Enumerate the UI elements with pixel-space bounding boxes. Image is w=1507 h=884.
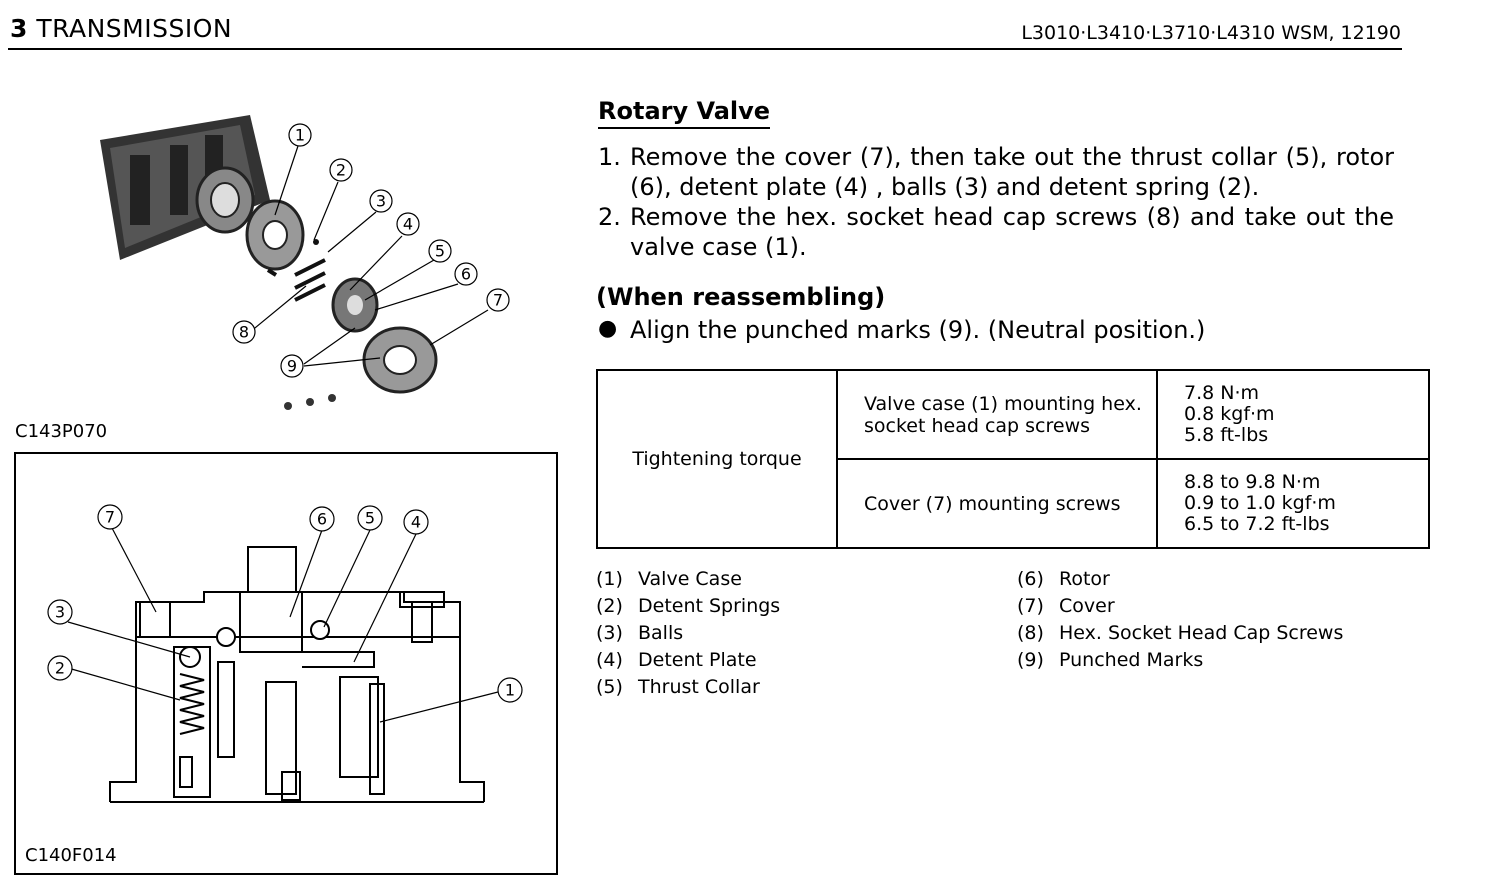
- legend-name: Rotor: [1059, 568, 1110, 590]
- torque-value-kgfm: 0.9 to 1.0 kgf·m: [1184, 492, 1336, 514]
- step-number: 1.: [598, 143, 621, 171]
- list-item: (5) Thrust Collar: [596, 674, 780, 701]
- legend-number: (1): [596, 568, 623, 590]
- photo-callout-4: 4: [403, 215, 413, 234]
- diagram-callout-3: 3: [55, 603, 65, 622]
- torque-value-nm: 8.8 to 9.8 N·m: [1184, 471, 1321, 493]
- legend-number: (2): [596, 595, 623, 617]
- legend-name: Thrust Collar: [638, 676, 760, 698]
- list-item: (8) Hex. Socket Head Cap Screws: [1017, 620, 1343, 647]
- photo-caption: C143P070: [15, 421, 108, 442]
- list-item: (4) Detent Plate: [596, 647, 780, 674]
- table-row: Cover (7) mounting screws 8.8 to 9.8 N·m…: [597, 458, 1430, 549]
- photo-callout-5: 5: [435, 242, 445, 261]
- legend-name: Valve Case: [638, 568, 742, 590]
- legend-name: Detent Springs: [638, 595, 781, 617]
- legend-number: (7): [1017, 595, 1044, 617]
- legend-name: Cover: [1059, 595, 1115, 617]
- section-heading: Rotary Valve: [598, 97, 771, 129]
- legend-number: (6): [1017, 568, 1044, 590]
- reassembling-note: ● Align the punched marks (9). (Neutral …: [598, 316, 1205, 344]
- list-item: (3) Balls: [596, 620, 780, 647]
- legend-name: Hex. Socket Head Cap Screws: [1059, 622, 1344, 644]
- bullet-icon: ●: [598, 316, 618, 341]
- photo-callout-1: 1: [295, 126, 305, 145]
- photo-callout-6: 6: [461, 265, 471, 284]
- photo-callout-3: 3: [376, 192, 386, 211]
- torque-label: Tightening torque: [596, 369, 838, 549]
- reassembling-text: Align the punched marks (9). (Neutral po…: [630, 316, 1206, 344]
- torque-value-ftlbs: 6.5 to 7.2 ft-lbs: [1184, 513, 1330, 535]
- diagram-callout-7: 7: [105, 508, 115, 527]
- torque-item: Cover (7) mounting screws: [836, 458, 1158, 549]
- model-code: L3010·L3410·L3710·L4310 WSM, 12190: [1021, 22, 1401, 44]
- step-text: Remove the cover (7), then take out the …: [630, 143, 1394, 201]
- diagram-callout-2: 2: [55, 659, 65, 678]
- torque-value-kgfm: 0.8 kgf·m: [1184, 403, 1275, 425]
- legend-number: (4): [596, 649, 623, 671]
- exploded-view-photo: 1 2 3 4 5 6 7 8 9: [100, 115, 510, 410]
- legend-number: (8): [1017, 622, 1044, 644]
- photo-callout-2: 2: [336, 161, 346, 180]
- legend-name: Balls: [638, 622, 684, 644]
- diagram-frame: [14, 452, 558, 875]
- torque-values: 8.8 to 9.8 N·m 0.9 to 1.0 kgf·m 6.5 to 7…: [1156, 458, 1430, 549]
- torque-value-ftlbs: 5.8 ft-lbs: [1184, 424, 1269, 446]
- photo-callout-8: 8: [239, 323, 249, 342]
- parts-legend-right: (6) Rotor (7) Cover (8) Hex. Socket Head Ca…: [1017, 566, 1343, 674]
- section-number: 3: [10, 14, 28, 43]
- diagram-callout-1: 1: [505, 681, 515, 700]
- legend-number: (9): [1017, 649, 1044, 671]
- step-1: 1. Remove the cover (7), then take out t…: [598, 142, 1394, 202]
- list-item: (1) Valve Case: [596, 566, 780, 593]
- header-rule: [8, 48, 1402, 50]
- list-item: (7) Cover: [1017, 593, 1343, 620]
- list-item: (2) Detent Springs: [596, 593, 780, 620]
- parts-legend-left: (1) Valve Case (2) Detent Springs (3) Balls…: [596, 566, 780, 701]
- section-header: 3 TRANSMISSION: [10, 14, 232, 43]
- photo-callout-9: 9: [287, 357, 297, 376]
- photo-callout-7: 7: [493, 291, 503, 310]
- diagram-callout-6: 6: [317, 510, 327, 529]
- step-2: 2. Remove the hex. socket head cap screw…: [598, 202, 1394, 262]
- legend-number: (5): [596, 676, 623, 698]
- legend-number: (3): [596, 622, 623, 644]
- torque-item: Valve case (1) mounting hex. socket head…: [836, 369, 1158, 460]
- diagram-callout-5: 5: [365, 509, 375, 528]
- torque-value-nm: 7.8 N·m: [1184, 382, 1260, 404]
- table-row: Tightening torque Valve case (1) mountin…: [596, 369, 1430, 549]
- step-number: 2.: [598, 203, 621, 231]
- torque-values: 7.8 N·m 0.8 kgf·m 5.8 ft-lbs: [1156, 369, 1430, 460]
- torque-table: Tightening torque Valve case (1) mountin…: [596, 369, 1430, 549]
- section-title: TRANSMISSION: [36, 14, 233, 43]
- list-item: (6) Rotor: [1017, 566, 1343, 593]
- legend-name: Punched Marks: [1059, 649, 1204, 671]
- diagram-callout-4: 4: [411, 513, 421, 532]
- step-text: Remove the hex. socket head cap screws (…: [630, 203, 1394, 261]
- procedure-steps: 1. Remove the cover (7), then take out t…: [598, 142, 1394, 262]
- legend-name: Detent Plate: [638, 649, 757, 671]
- cross-section-diagram: 7 6 5 4 3 2 1: [47, 504, 523, 803]
- list-item: (9) Punched Marks: [1017, 647, 1343, 674]
- diagram-caption: C140F014: [25, 845, 117, 866]
- reassembling-heading: (When reassembling): [596, 283, 886, 311]
